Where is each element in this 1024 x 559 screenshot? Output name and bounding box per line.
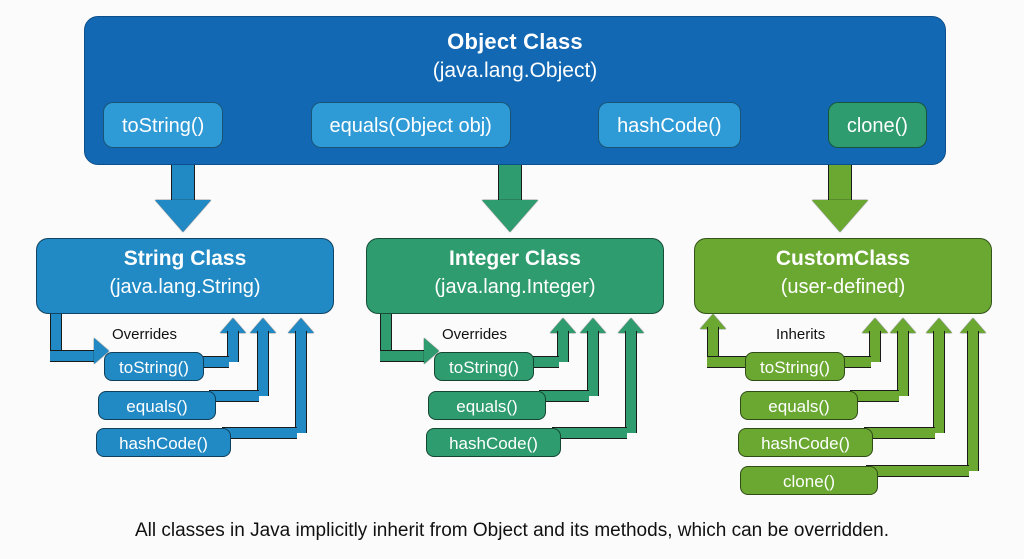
customclass-leg-equals [850,390,899,402]
customclass-title: CustomClass [775,247,911,270]
customclass-method-hashcode[interactable]: hashCode() [738,428,873,457]
integer-method-equals[interactable]: equals() [428,391,546,420]
string-class-title: String Class [123,247,247,270]
string-leg-equals [209,390,259,402]
customclass-method-clone[interactable]: clone() [740,466,878,495]
customclass-leg-clone [866,465,969,477]
integer-leg-equals [539,390,589,402]
customclass-box: CustomClass (user-defined) [694,238,992,314]
integer-method-hashcode[interactable]: hashCode() [426,428,561,457]
string-relation-label: Overrides [112,326,178,343]
object-class-subtitle: (java.lang.Object) [432,59,598,82]
integer-leg-hashcode [552,427,627,439]
object-method-tostring[interactable]: toString() [103,102,224,148]
string-method-equals[interactable]: equals() [98,391,216,420]
customclass-method-equals[interactable]: equals() [740,391,858,420]
object-class-title: Object Class [447,29,583,54]
integer-class-box: Integer Class (java.lang.Integer) [366,238,664,314]
integer-method-tostring[interactable]: toString() [434,352,534,381]
customclass-leg-hashcode [864,427,935,439]
string-class-subtitle: (java.lang.String) [109,276,261,298]
object-class-box: Object Class (java.lang.Object) toString… [84,16,946,165]
object-method-equals[interactable]: equals(Object obj) [310,102,511,148]
object-method-clone[interactable]: clone() [827,102,927,148]
customclass-leg-tostring [840,356,871,368]
customclass-subtitle: (user-defined) [780,276,906,298]
string-leg-tostring [197,356,229,368]
integer-class-subtitle: (java.lang.Integer) [434,276,596,298]
customclass-method-tostring[interactable]: toString() [745,352,845,381]
integer-leg-tostring [527,356,559,368]
customclass-relation-label: Inherits [776,326,826,343]
object-method-hashcode[interactable]: hashCode() [598,102,741,148]
diagram-caption: All classes in Java implicitly inherit f… [135,520,889,541]
customclass-inherits-elbow-arrow [700,314,772,376]
string-method-hashcode[interactable]: hashCode() [96,428,231,457]
string-method-tostring[interactable]: toString() [104,352,204,381]
integer-relation-label: Overrides [442,326,508,343]
integer-class-title: Integer Class [449,247,581,270]
object-class-method-list: toString() equals(Object obj) hashCode()… [103,102,927,148]
string-class-box: String Class (java.lang.String) [36,238,334,314]
string-leg-hashcode [222,427,297,439]
